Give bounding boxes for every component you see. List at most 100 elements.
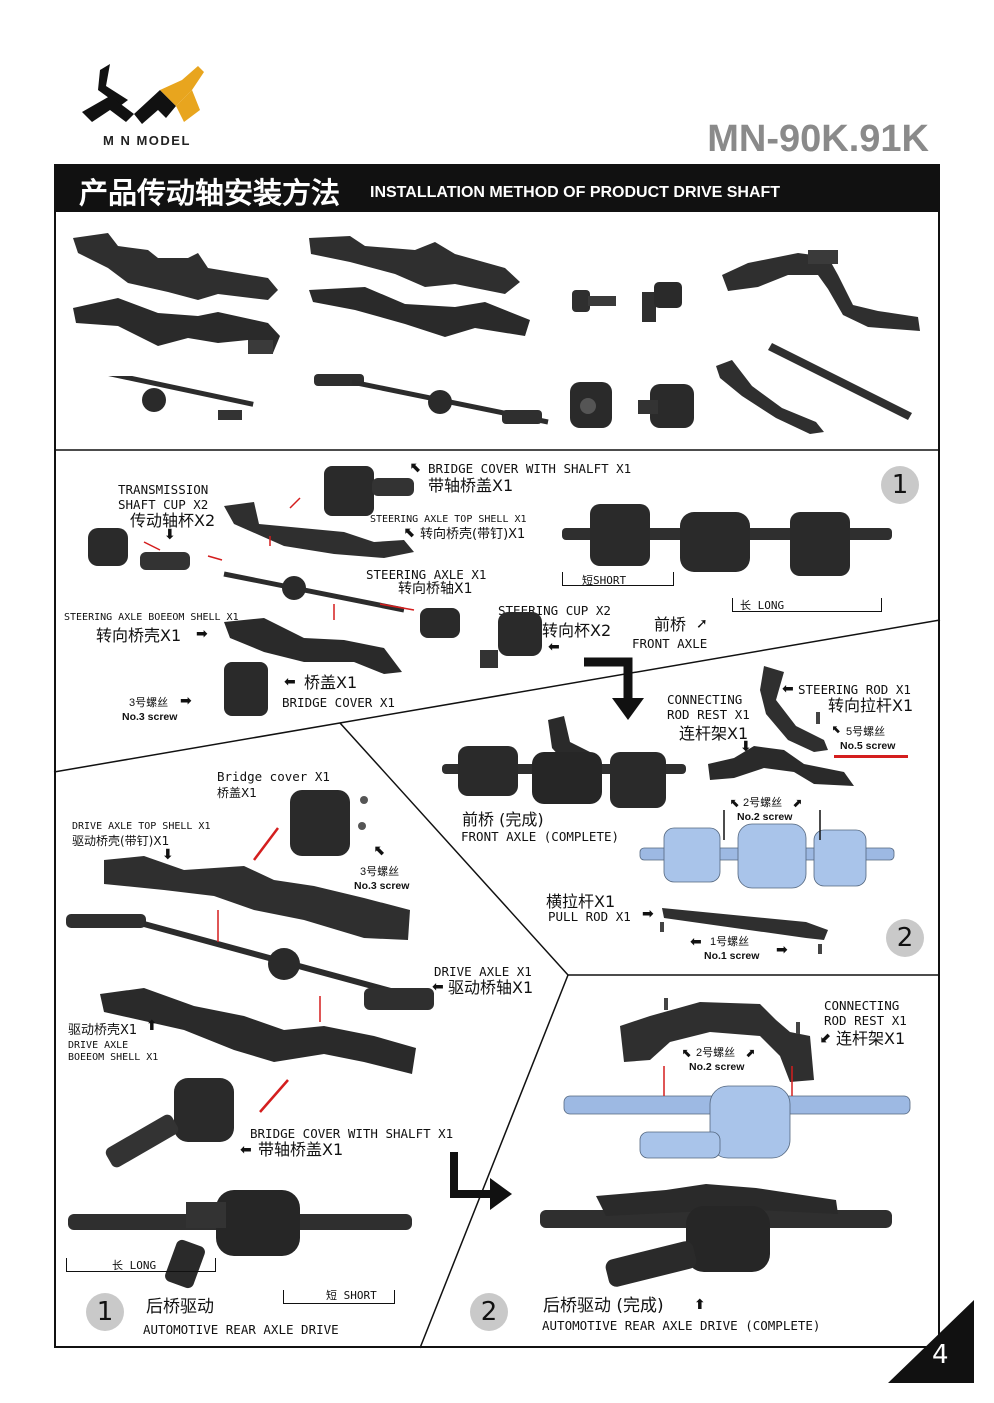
front-axle-exploded-parts xyxy=(88,466,542,716)
arrow-icon: ⬉ xyxy=(730,796,741,810)
front-axle-label-en: FRONT AXLE xyxy=(632,636,708,651)
cup-parts xyxy=(572,282,682,322)
screw5-label-cn: 5号螺丝 xyxy=(846,726,886,738)
arrow-icon: ⬉ xyxy=(404,525,416,541)
steering-rod-label-en: STEERING ROD X1 xyxy=(798,682,911,697)
long-label-en: LONG xyxy=(757,599,785,612)
up-arrow-icon: ⬆ xyxy=(146,1018,158,1034)
rear-screw3-label-en: No.3 screw xyxy=(354,880,410,892)
right-arrow-icon: ➡ xyxy=(180,693,192,709)
arrow-icon: ⬈ xyxy=(792,796,803,810)
rear-short-label-cn: 短 xyxy=(326,1289,337,1302)
title-chinese: 产品传动轴安装方法 xyxy=(79,176,341,210)
drive-axle-label-cn: 驱动桥轴X1 xyxy=(448,978,534,997)
up-arrow-icon: ⬆ xyxy=(694,1297,706,1313)
rear-axle-exploded-parts xyxy=(66,827,434,1168)
steering-axle-label-cn: 转向桥轴X1 xyxy=(398,581,473,597)
steering-top-shell-label-en: STEERING AXLE TOP SHELL X1 xyxy=(370,514,527,525)
down-arrow-icon: ⬇ xyxy=(740,739,752,755)
rear-complete-label-en: AUTOMOTIVE REAR AXLE DRIVE (COMPLETE) xyxy=(542,1318,821,1333)
arrow-icon: ⬉ xyxy=(832,723,842,736)
long-label-cn: 长 xyxy=(740,599,751,612)
rear-long-bracket xyxy=(66,1258,216,1272)
long-bracket xyxy=(732,598,882,612)
rear-connecting-rest-label-en: CONNECTING ROD REST X1 xyxy=(824,998,907,1028)
down-arrow-icon: ⬇ xyxy=(164,527,176,543)
pull-rod-label-cn: 横拉杆X1 xyxy=(546,892,616,911)
right-arrow-icon: ➡ xyxy=(642,906,654,922)
steering-rod-assembly xyxy=(708,666,854,786)
short-bracket xyxy=(562,572,674,586)
transmission-cup-label-en: TRANSMISSION SHAFT CUP X2 xyxy=(118,482,209,512)
long-label: 长 LONG xyxy=(740,598,784,613)
rear-long-label-en: LONG xyxy=(129,1259,157,1272)
bridge-cover-shaft-label-cn: 带轴桥盖X1 xyxy=(428,476,514,495)
right-arrow-icon: ➡ xyxy=(776,942,788,958)
drive-top-shell-label-en: DRIVE AXLE TOP SHELL X1 xyxy=(72,821,211,832)
rear-axle-assembled xyxy=(68,1190,412,1289)
screw5-label-en: No.5 screw xyxy=(840,740,896,752)
bridge-cover-label-cn: 桥盖X1 xyxy=(304,673,358,692)
rear-screw2-label-cn: 2号螺丝 xyxy=(696,1047,736,1059)
connecting-rod-rest-part xyxy=(722,250,920,331)
screw3-label-en: No.3 screw xyxy=(122,711,178,723)
rear-bridge-cover-label-cn: 桥盖X1 xyxy=(217,786,257,800)
rear-short-label: 短 SHORT xyxy=(326,1288,377,1303)
rear-bridge-cover-label-en: Bridge cover X1 xyxy=(217,769,330,784)
front-complete-label-en: FRONT AXLE (COMPLETE) xyxy=(461,829,620,844)
screw1-label-en: No.1 screw xyxy=(704,950,760,962)
transmission-cup-label-cn: 传动轴杯X2 xyxy=(130,511,216,530)
bridge-cover-shaft-label-en: BRIDGE COVER WITH SHALFT X1 xyxy=(428,461,632,476)
model-code: MN-90K.91K xyxy=(707,118,929,160)
red-underline xyxy=(834,755,908,758)
left-arrow-icon: ⬅ xyxy=(690,934,702,950)
rear-bridge-cover-part xyxy=(290,790,368,856)
drive-top-shell-label-cn: 驱动桥壳(带钉)X1 xyxy=(72,834,170,848)
steering-cup-label-cn: 转向杯X2 xyxy=(542,621,612,640)
rear-long-label: 长 LONG xyxy=(112,1258,156,1273)
arrow-icon: ⬈ xyxy=(745,1046,756,1060)
rear-long-label-cn: 长 xyxy=(112,1259,123,1272)
steering-cup-parts xyxy=(570,382,694,428)
page-corner xyxy=(888,1300,974,1383)
steering-rod-label-cn: 转向拉杆X1 xyxy=(828,696,914,715)
drive-bottom-shell-label-cn: 驱动桥壳X1 xyxy=(68,1023,138,1038)
mn-model-logo xyxy=(82,64,204,124)
rear-bridge-cover-shaft-label-en: BRIDGE COVER WITH SHALFT X1 xyxy=(250,1126,454,1141)
step-number-rear-1: 1 xyxy=(86,1293,124,1331)
down-arrow-icon: ⬇ xyxy=(162,847,174,863)
arrow-icon: ⬋ xyxy=(820,1030,832,1046)
pull-rod-label-en: PULL ROD X1 xyxy=(548,909,631,924)
steering-axle-part xyxy=(86,376,254,420)
front-axle-assembled xyxy=(562,504,892,576)
content-frame xyxy=(54,164,940,1348)
title-bar: 产品传动轴安装方法 INSTALLATION METHOD OF PRODUCT… xyxy=(54,164,940,212)
short-label-cn: 短 xyxy=(582,574,593,587)
rear-axle-complete xyxy=(540,1184,892,1287)
steering-rod-parts xyxy=(716,343,912,434)
step-number-front-1: 1 xyxy=(881,466,919,504)
rear-short-label-en: SHORT xyxy=(343,1289,377,1302)
drive-shaft-part xyxy=(314,374,549,425)
rear-connecting-rest-label-cn: 连杆架X1 xyxy=(836,1029,906,1048)
left-arrow-icon: ⬅ xyxy=(548,639,560,655)
short-label-en: SHORT xyxy=(593,574,627,587)
connecting-rest-label-cn: 连杆架X1 xyxy=(679,724,749,743)
steering-axle-label-en: STEERING AXLE X1 xyxy=(366,567,487,582)
rear-connecting-rod-rest-part xyxy=(620,998,814,1082)
left-arrow-icon: ⬅ xyxy=(782,681,794,697)
left-arrow-icon: ⬅ xyxy=(432,979,444,995)
front-axle-shell-parts xyxy=(73,233,280,354)
arrow-icon: ⬉ xyxy=(682,1046,693,1060)
rear-complete-label-cn: 后桥驱动 (完成) xyxy=(543,1296,664,1316)
brand-name: M N MODEL xyxy=(103,133,191,148)
drive-bottom-shell-label-en: DRIVE AXLE BOEEOM SHELL X1 xyxy=(68,1040,159,1063)
step-number-front-2: 2 xyxy=(886,919,924,957)
bridge-cover-label-en: BRIDGE COVER X1 xyxy=(282,695,395,710)
rear-short-bracket xyxy=(283,1290,395,1304)
front-complete-label-cn: 前桥 (完成) xyxy=(462,810,544,829)
screw2-label-en: No.2 screw xyxy=(737,811,793,823)
arrow-icon: ➚ xyxy=(696,616,708,632)
front-axle-complete xyxy=(442,716,686,808)
